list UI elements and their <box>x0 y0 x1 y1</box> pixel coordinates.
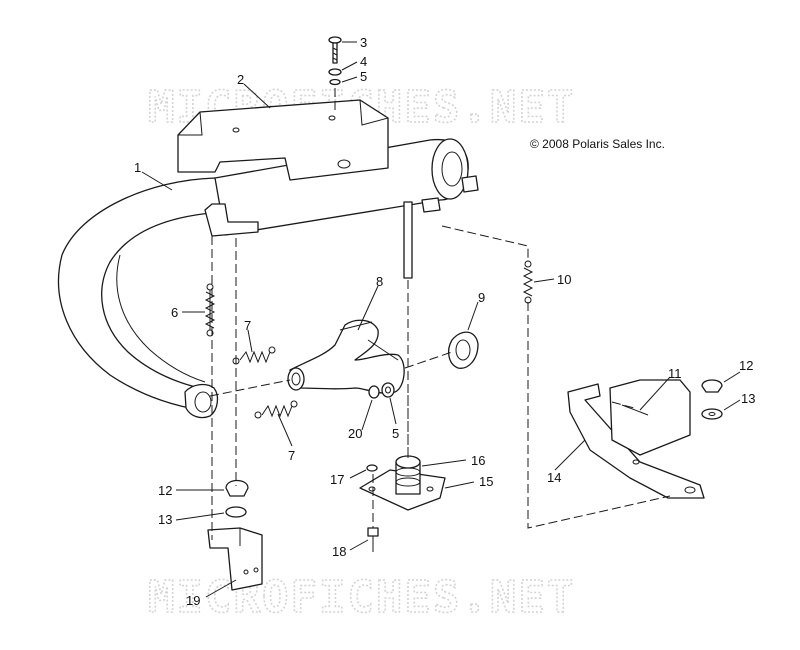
gasket <box>447 331 479 369</box>
callout-16: 16 <box>471 453 485 468</box>
leader-lines <box>141 41 741 598</box>
y-manifold <box>287 319 405 394</box>
watermark-bottom: MICROFICHES.NET <box>148 572 575 623</box>
washer-13-right <box>701 408 723 420</box>
bolt-stack <box>328 36 342 110</box>
callout-11: 11 <box>668 366 682 381</box>
callout-1: 1 <box>134 160 141 175</box>
callout-12-left: 12 <box>158 483 172 498</box>
callout-7-lower: 7 <box>288 448 295 463</box>
spring-7-upper <box>232 346 276 365</box>
callout-5-top: 5 <box>360 69 367 84</box>
callout-4: 4 <box>360 54 367 69</box>
copyright-text: © 2008 Polaris Sales Inc. <box>530 137 665 151</box>
washer-5 <box>381 382 395 398</box>
callout-13-right: 13 <box>741 391 755 406</box>
exhaust-pipe <box>58 177 226 411</box>
muffler-end <box>431 138 469 200</box>
callout-3: 3 <box>360 35 367 50</box>
callout-15: 15 <box>479 474 493 489</box>
callout-8: 8 <box>376 274 383 289</box>
callout-9: 9 <box>478 290 485 305</box>
callout-7-upper: 7 <box>244 318 251 333</box>
bracket-14 <box>567 379 705 499</box>
spring-7-lower <box>254 400 298 419</box>
bumper-12-left <box>225 479 249 497</box>
callout-13-left: 13 <box>158 512 172 527</box>
spring-6 <box>204 283 216 337</box>
callout-6: 6 <box>171 305 178 320</box>
callout-14: 14 <box>547 470 561 485</box>
callout-20: 20 <box>348 426 362 441</box>
callout-12-right: 12 <box>739 358 753 373</box>
washer-20 <box>368 385 380 399</box>
callout-18: 18 <box>332 544 346 559</box>
muffler-bracket-left <box>204 203 259 237</box>
bracket-19 <box>207 527 263 591</box>
callout-5-mid: 5 <box>392 426 399 441</box>
callout-2: 2 <box>237 72 244 87</box>
spring-10 <box>522 260 534 304</box>
callout-17: 17 <box>330 472 344 487</box>
nut-17 <box>366 464 378 472</box>
isolator-mount <box>359 455 446 511</box>
pipe-flange <box>184 383 219 419</box>
muffler-assembly <box>58 138 479 419</box>
callout-19: 19 <box>186 593 200 608</box>
mount-pin <box>403 201 413 279</box>
heat-shield <box>177 99 389 181</box>
bumper-12-right <box>701 379 723 393</box>
callouts: 3 4 5 2 1 6 7 7 8 9 10 11 12 13 14 5 20 … <box>134 35 755 608</box>
bolt-18 <box>367 527 379 552</box>
washer-13-left <box>225 506 247 518</box>
callout-10: 10 <box>557 272 571 287</box>
